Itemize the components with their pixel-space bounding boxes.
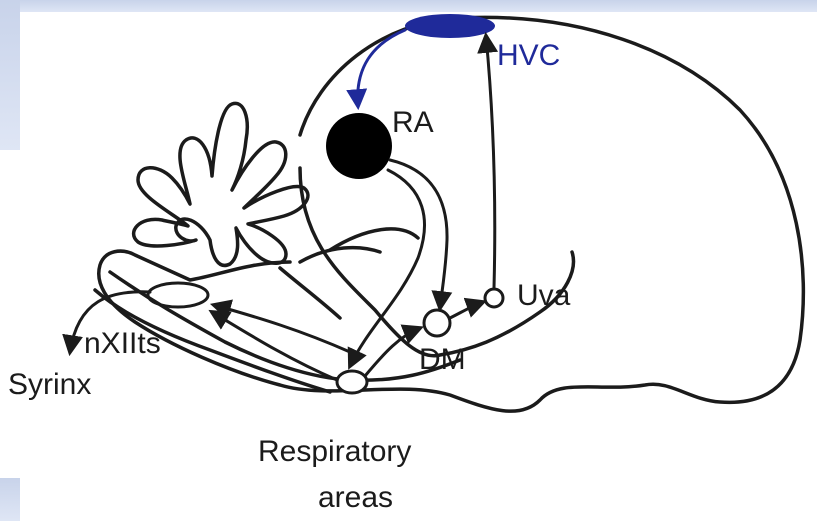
tract-line: [280, 268, 340, 318]
nxiits-label: nXIIts: [84, 329, 161, 359]
ra-nucleus: [326, 113, 392, 179]
uva-label: Uva: [517, 281, 570, 311]
respiratory-label-line2: areas: [318, 483, 393, 513]
hvc-nucleus: [405, 14, 495, 38]
dm-label: DM: [419, 345, 466, 375]
uva-to-hvc-arrow: [486, 36, 495, 288]
dm-to-uva-arrow: [450, 302, 483, 318]
dm-nucleus: [424, 310, 450, 336]
respiratory-to-dm-arrow: [365, 328, 420, 376]
ra-to-dm-arrow: [390, 160, 447, 308]
syrinx-label: Syrinx: [8, 370, 91, 400]
ra-to-brainstem-arrow: [350, 170, 425, 366]
hvc-label: HVC: [497, 41, 560, 71]
nxiits-nucleus: [148, 283, 208, 307]
tract-line: [300, 248, 380, 262]
cerebellum-icon: [134, 103, 308, 265]
ra-label: RA: [392, 108, 434, 138]
uva-nucleus: [485, 289, 503, 307]
respiratory-nucleus: [337, 371, 367, 393]
respiratory-label-line1: Respiratory: [258, 437, 411, 467]
